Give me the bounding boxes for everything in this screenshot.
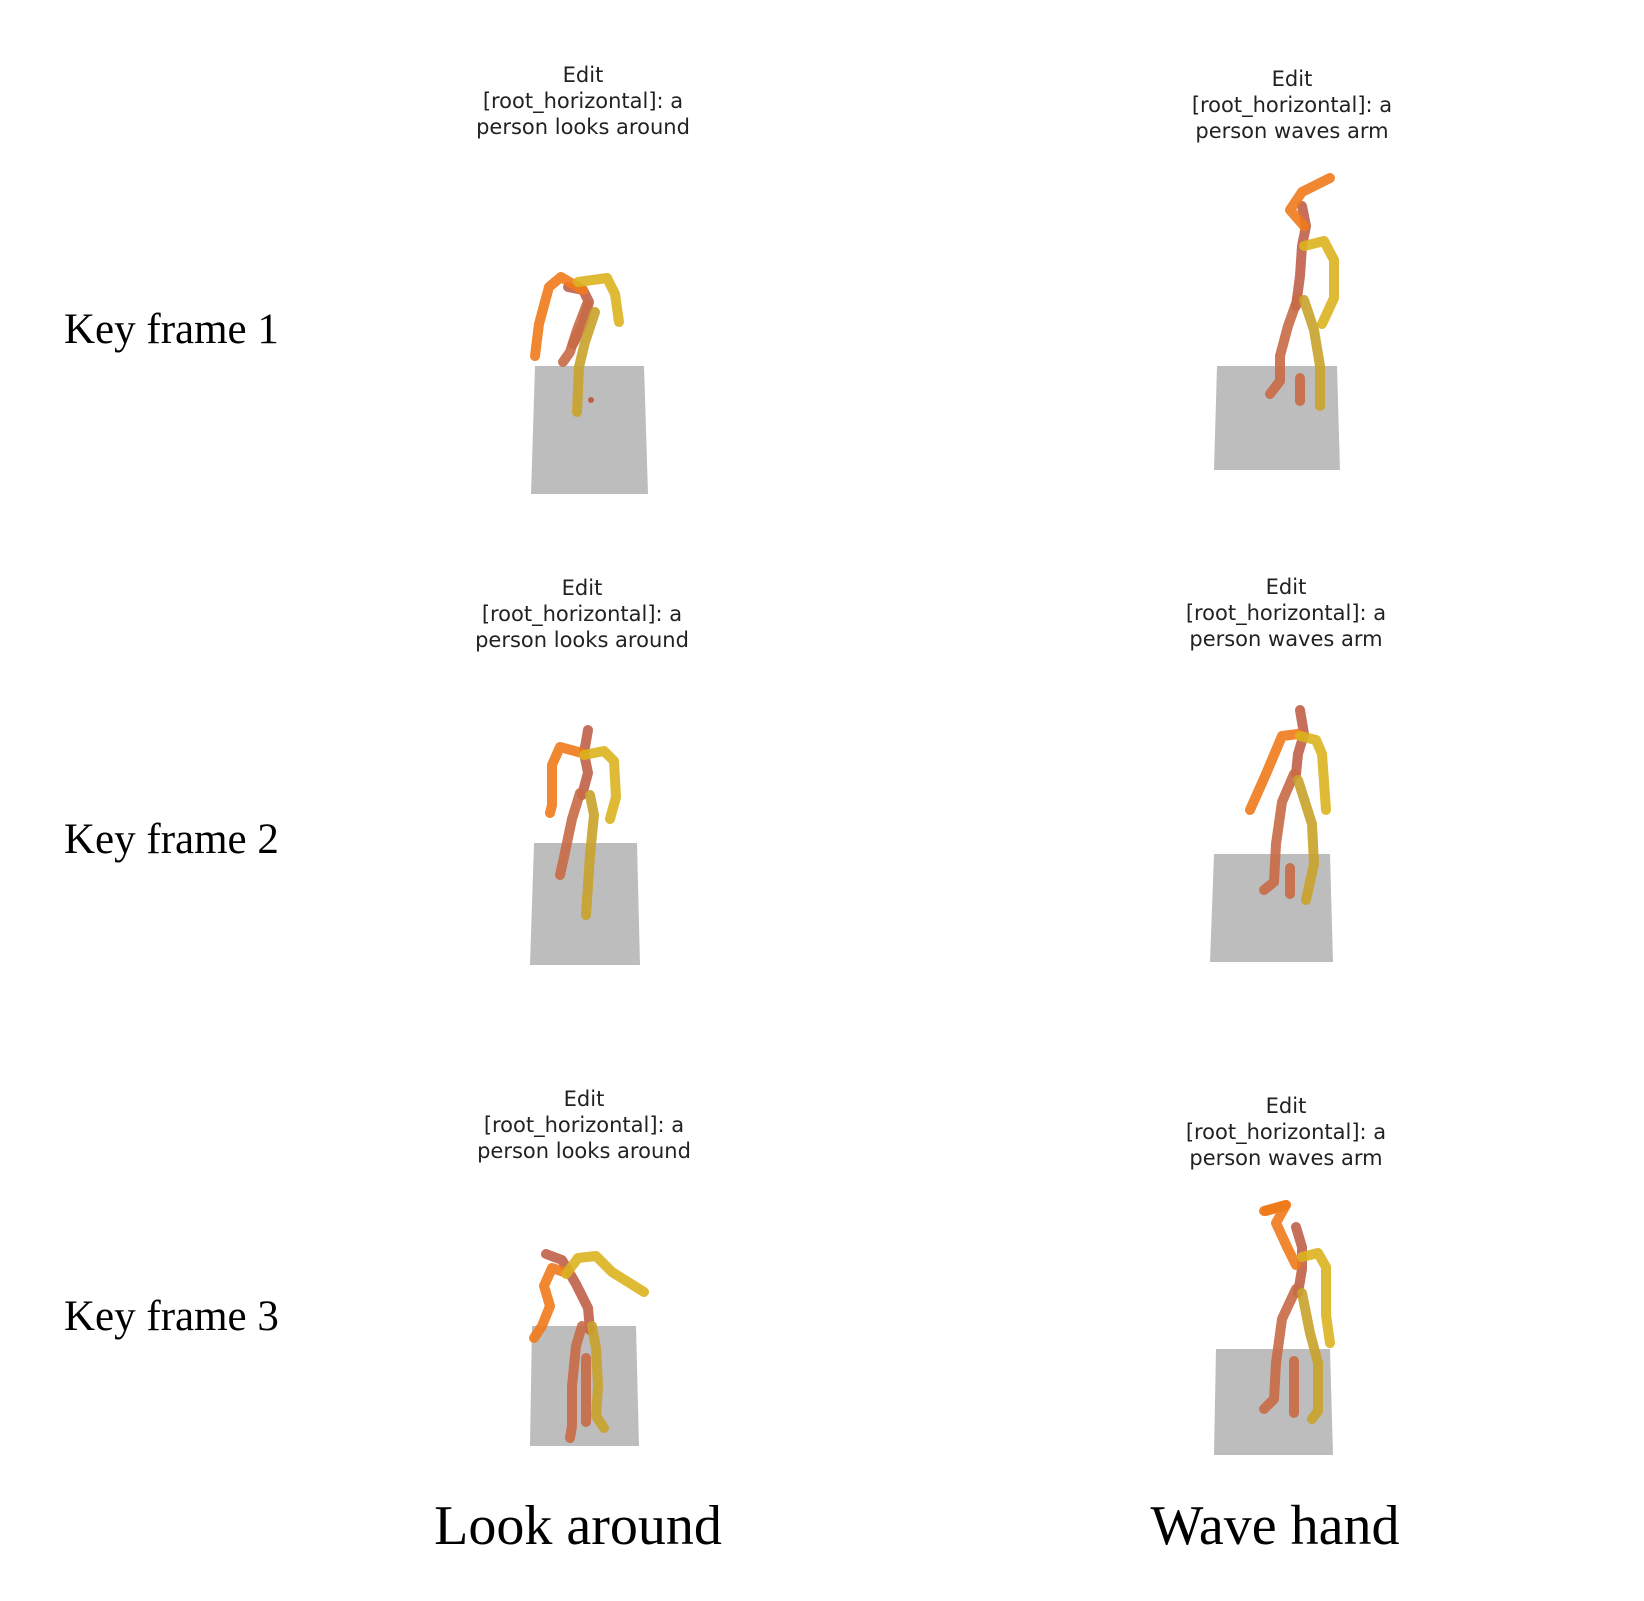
skeleton-figure [530,725,640,965]
right-leg-bone [587,1321,609,1433]
title-line-2: [root_horizontal]: a [483,1113,685,1137]
title-line-3: person waves arm [1195,119,1389,143]
title-line-2: [root_horizontal]: a [1185,1120,1387,1144]
skeleton-figure [530,272,648,494]
left-hand-bone [1259,1200,1291,1216]
title-line-3: person waves arm [1189,1146,1383,1170]
panel-title: Edit [root_horizontal]: a person waves a… [1076,1093,1496,1171]
right-arm-bone [1297,1248,1335,1348]
right-arm-bone [1299,236,1339,329]
right-leg-bone [1297,1288,1323,1424]
left-arm-bone [1285,173,1335,231]
left-leg-bone [565,1321,587,1443]
spine-bone [541,1249,595,1335]
left-arm-bone [545,742,587,818]
left-arm-bone [529,1263,569,1343]
row-label-key-frame-1: Key frame 1 [64,306,279,353]
column-label-wave-hand: Wave hand [1150,1495,1400,1557]
ground-plane [531,366,648,494]
skeleton-figure [1210,705,1333,962]
title-line-1: Edit [1271,67,1313,91]
right-leg-bone [581,790,599,920]
left-leg-bone [555,788,585,880]
skeleton-figure [529,1249,649,1446]
left-leg-bone [1259,1284,1301,1414]
title-line-1: Edit [562,63,604,87]
ground-plane [1210,854,1333,962]
right-arm-bone [573,273,624,327]
title-line-1: Edit [1265,1094,1307,1118]
right-leg-bone [572,307,600,417]
left-leg-bone [558,299,592,367]
left-arm-bone [1245,729,1303,815]
title-line-3: person looks around [477,1139,691,1163]
title-line-2: [root_horizontal]: a [1185,601,1387,625]
spine-bone [1291,705,1309,779]
right-arm-bone [579,746,621,824]
right-arm-bone [561,1251,649,1297]
left-arm-bone [530,272,588,361]
title-line-1: Edit [1265,575,1307,599]
row-label-key-frame-3: Key frame 3 [64,1293,279,1340]
left-leg-bone [1265,293,1303,399]
panel-wave-hand-keyframe-1: Edit [root_horizontal]: a person waves a… [1082,66,1502,536]
panel-look-around-keyframe-3: Edit [root_horizontal]: a person looks a… [374,1086,794,1556]
skeleton-figure [1214,1200,1335,1455]
title-line-2: [root_horizontal]: a [481,602,683,626]
title-line-3: person waves arm [1189,627,1383,651]
column-label-look-around: Look around [434,1495,722,1557]
title-line-3: person looks around [476,115,690,139]
left-leg-bone [1259,769,1299,895]
panel-wave-hand-keyframe-3: Edit [root_horizontal]: a person waves a… [1076,1093,1496,1563]
row-label-key-frame-2: Key frame 2 [64,816,279,863]
panel-look-around-keyframe-1: Edit [root_horizontal]: a person looks a… [373,62,793,532]
right-arm-bone [1295,731,1331,815]
title-line-3: person looks around [475,628,689,652]
panel-look-around-keyframe-2: Edit [root_horizontal]: a person looks a… [372,575,792,1045]
root-marker [588,397,594,403]
panel-title: Edit [root_horizontal]: a person looks a… [373,62,793,140]
title-line-1: Edit [561,576,603,600]
right-leg-bone [1293,775,1319,905]
panel-title: Edit [root_horizontal]: a person waves a… [1082,66,1502,144]
panel-wave-hand-keyframe-2: Edit [root_horizontal]: a person waves a… [1076,574,1496,1044]
title-line-1: Edit [563,1087,605,1111]
panel-title: Edit [root_horizontal]: a person looks a… [374,1086,794,1164]
title-line-2: [root_horizontal]: a [1191,93,1393,117]
ground-plane [1214,366,1340,470]
right-leg-bone [1299,295,1325,411]
skeleton-figure [1214,173,1340,470]
panel-title: Edit [root_horizontal]: a person looks a… [372,575,792,653]
title-line-2: [root_horizontal]: a [482,89,684,113]
panel-title: Edit [root_horizontal]: a person waves a… [1076,574,1496,652]
spine-bone [577,725,593,800]
